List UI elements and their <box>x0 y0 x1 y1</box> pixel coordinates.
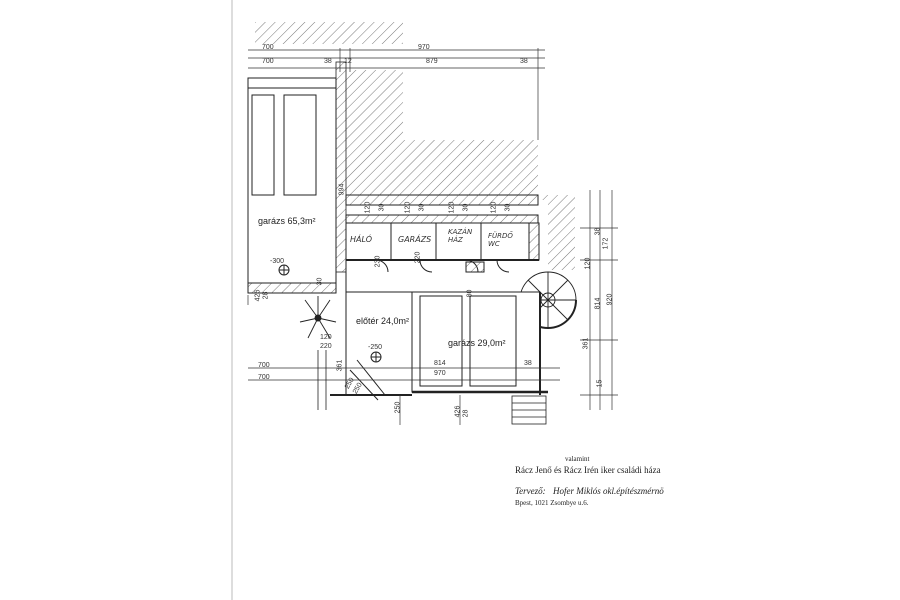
dim-120-b: 120 <box>404 201 412 214</box>
vestibule-walls <box>330 291 412 401</box>
dim-left-220: 220 <box>320 343 332 350</box>
dim-bottom-28: 28 <box>462 409 470 418</box>
dim-left-361: 361 <box>336 359 344 372</box>
main-garage <box>411 291 548 395</box>
dim-right-814: 814 <box>594 297 602 310</box>
room-label-kazan: KAZÁN HÁZ <box>448 228 473 244</box>
entry-steps <box>511 395 547 425</box>
top-dimension-lines <box>248 48 545 140</box>
dim-bottom-426: 426 <box>454 405 462 418</box>
wall-hatch-left <box>335 61 347 273</box>
dim-30-c: 30 <box>462 203 470 212</box>
room-label-garazs-hand: GARÁZS <box>398 235 432 244</box>
earth-hatch-right <box>346 70 538 195</box>
dim-120-d: 120 <box>490 201 498 214</box>
dim-30-a: 30 <box>378 203 386 212</box>
dim-970-top: 970 <box>418 44 430 51</box>
dim-mid-30: 30 <box>316 277 324 286</box>
designer-label: Tervező: <box>515 486 546 496</box>
dim-right-38: 38 <box>594 227 602 236</box>
dim-right-361: 361 <box>582 337 590 350</box>
bottom-dimension-lines <box>247 295 560 425</box>
left-garage <box>247 77 337 294</box>
dim-bottom-700b: 700 <box>258 374 270 381</box>
dim-mid-814: 814 <box>434 360 446 367</box>
designer-name: Hofer Miklós okl.építészmérnö <box>553 486 664 496</box>
dim-bottom-700a: 700 <box>258 362 270 369</box>
level-mark-left: -300 <box>270 258 285 265</box>
room-label-garage-main: garázs 29,0m² <box>448 338 506 348</box>
dim-12: 12 <box>344 58 352 65</box>
room-label-halo: HÁLÓ <box>350 235 372 244</box>
dim-mid-230: 230 <box>374 255 382 268</box>
dim-right-120: 120 <box>584 257 592 270</box>
dim-700-top: 700 <box>262 44 274 51</box>
room-label-furdo: FÜRDŐ WC <box>488 232 513 248</box>
dim-left-28: 28 <box>262 291 270 300</box>
earth-hatch-top <box>255 22 403 44</box>
project-title: Rácz Jenő és Rácz Irén iker családi háza <box>515 465 661 475</box>
dim-30-b: 30 <box>418 203 426 212</box>
dim-30-d: 30 <box>504 203 512 212</box>
plant-symbol <box>299 296 337 339</box>
dim-right-920: 920 <box>606 293 614 306</box>
dim-mid-80: 80 <box>466 289 474 298</box>
dim-700-second: 700 <box>262 58 274 65</box>
upper-rooms <box>345 194 540 395</box>
dim-879: 879 <box>426 58 438 65</box>
right-dimension-lines <box>580 190 618 410</box>
room-label-eloter: előtér 24,0m² <box>356 316 410 326</box>
dim-left-120: 120 <box>320 334 332 341</box>
earth-hatch-right-lower <box>538 195 575 270</box>
dim-994: 994 <box>338 183 346 196</box>
designer-address: Bpest, 1021 Zsombye u.6. <box>515 499 589 507</box>
room-label-garage-left: garázs 65,3m² <box>258 216 316 226</box>
left-fence <box>317 350 327 410</box>
level-mark-center: -250 <box>368 344 383 351</box>
dim-38-a: 38 <box>324 58 332 65</box>
dim-mid-220: 220 <box>414 251 422 264</box>
dim-120-c: 120 <box>448 201 456 214</box>
title-block-note: valamint <box>565 455 590 463</box>
dim-right-172: 172 <box>602 237 610 250</box>
dim-mid-970: 970 <box>434 370 446 377</box>
dim-bottom-250: 250 <box>394 401 402 414</box>
dim-right-15: 15 <box>596 379 604 388</box>
dim-mid-38: 38 <box>524 360 532 367</box>
dim-120-a: 120 <box>364 201 372 214</box>
dim-38-b: 38 <box>520 58 528 65</box>
dim-left-426: 426 <box>254 289 262 302</box>
